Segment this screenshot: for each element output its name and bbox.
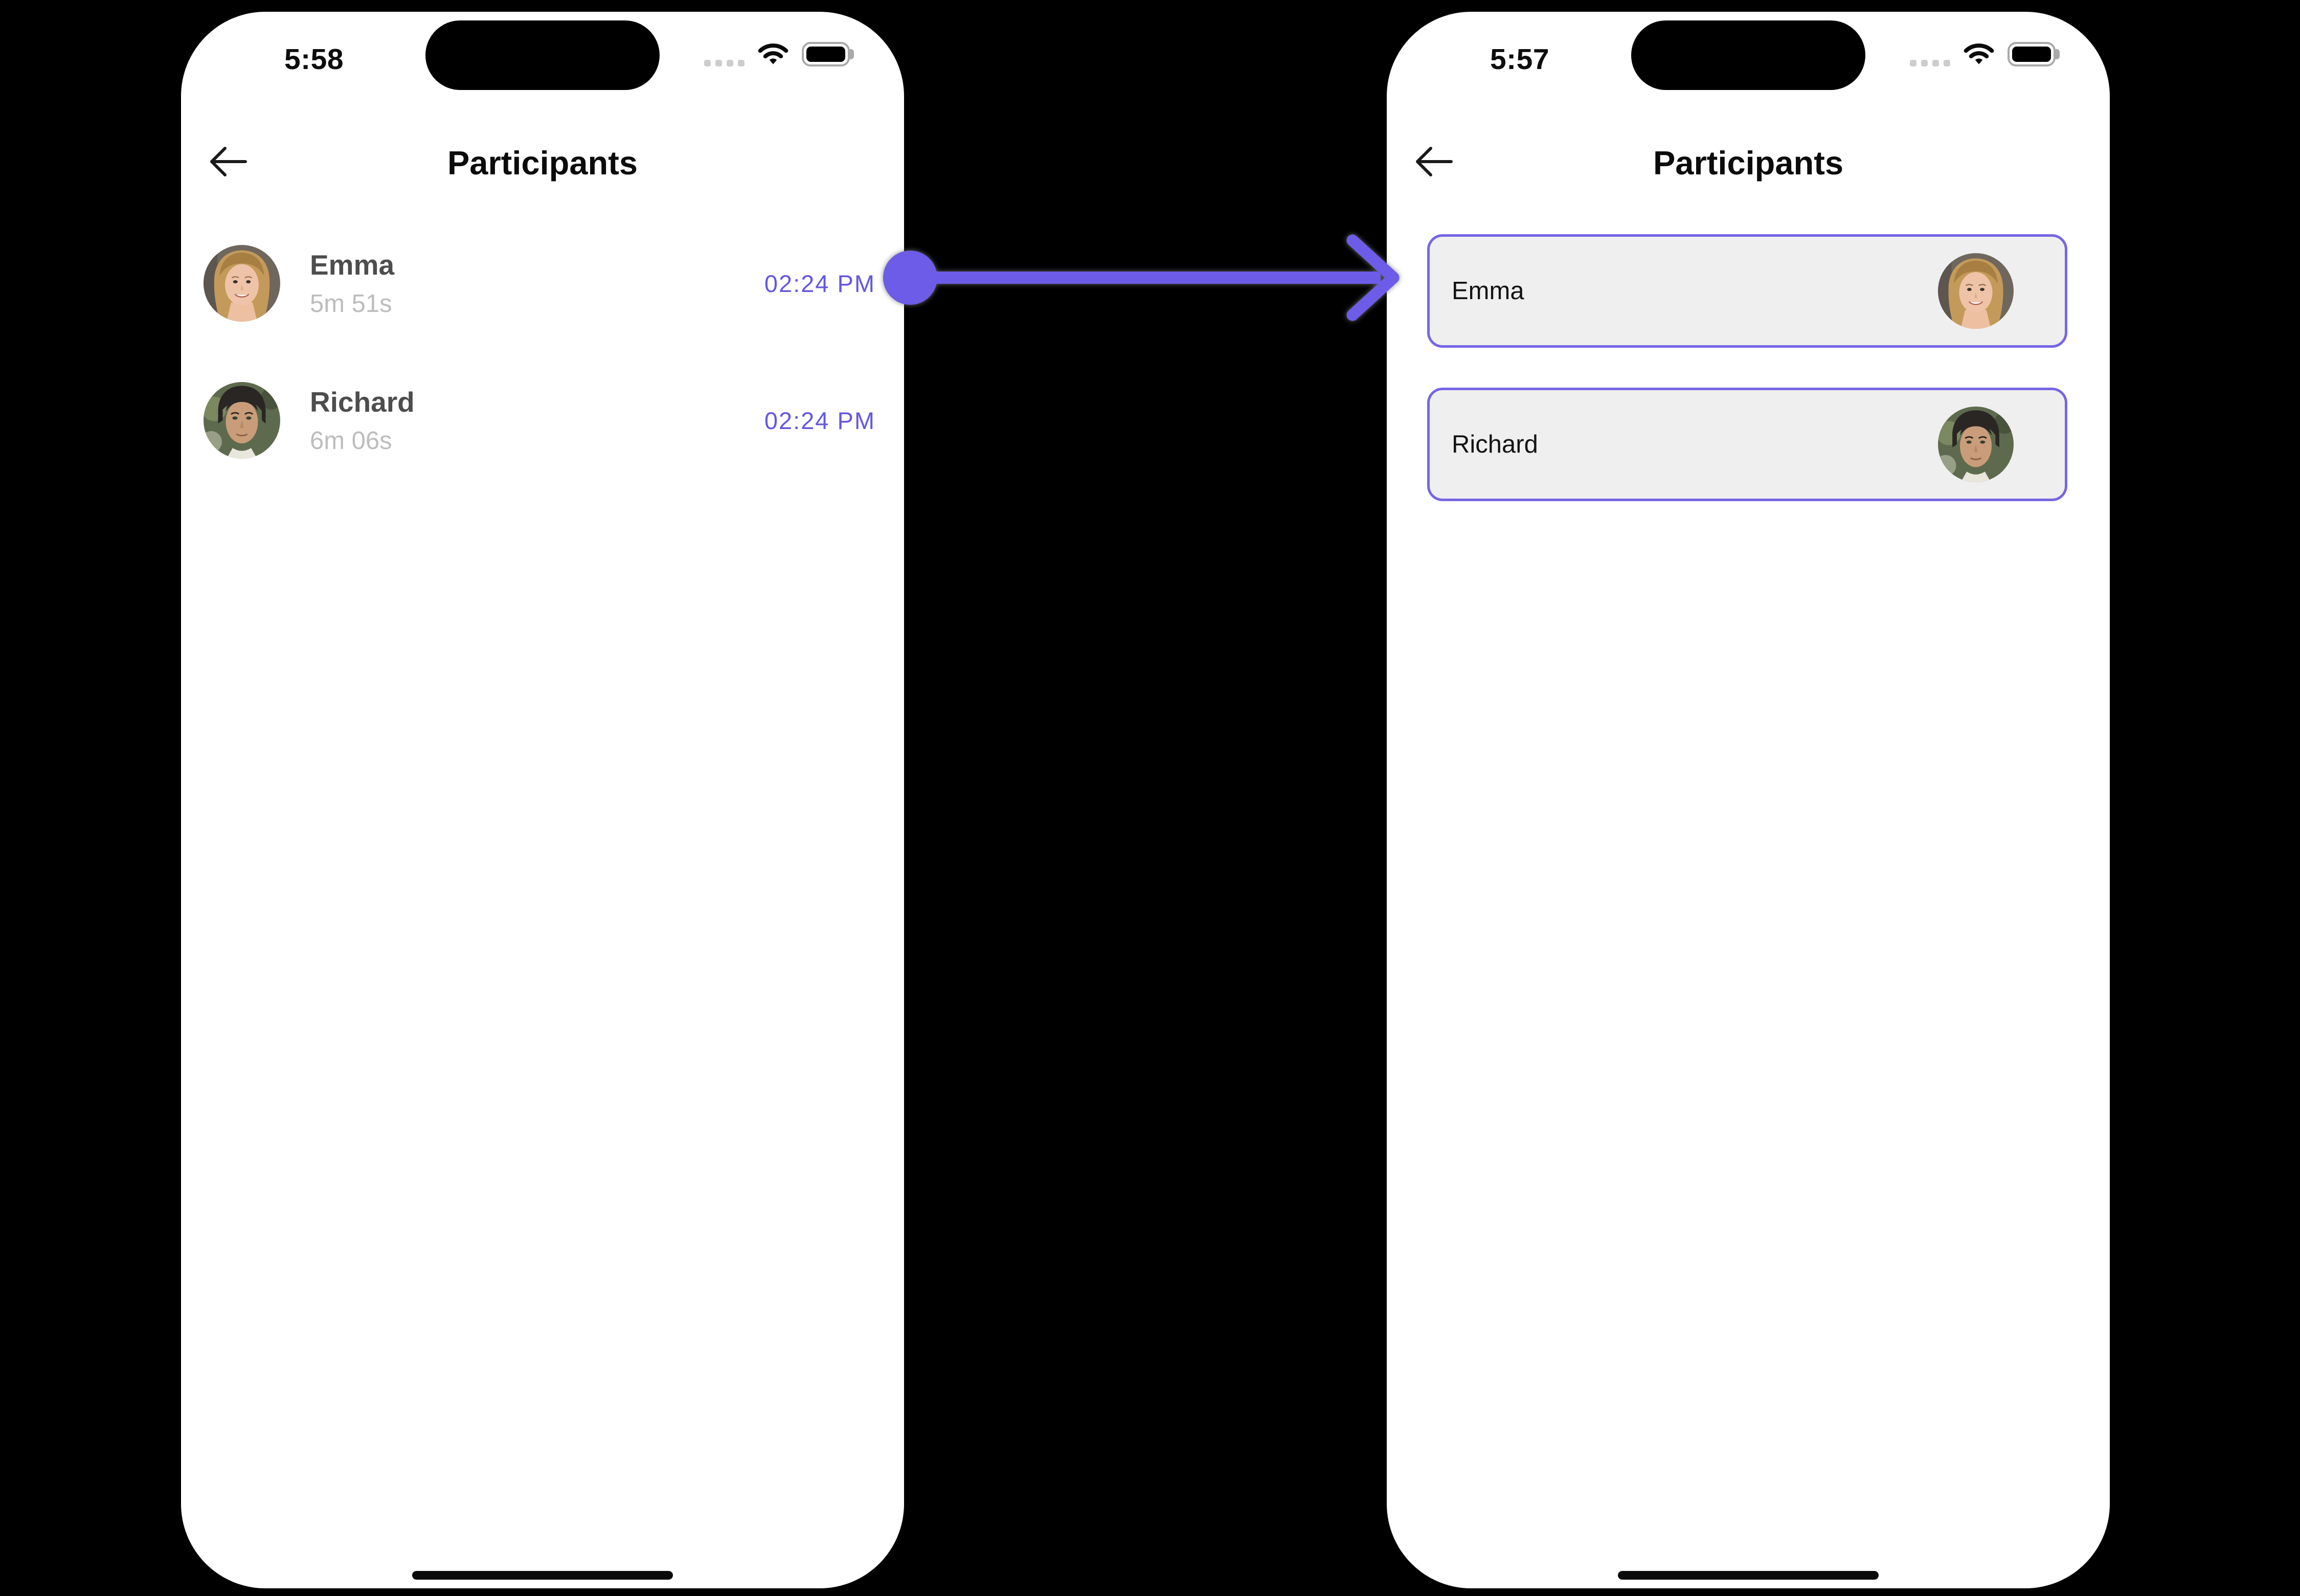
participant-row-emma[interactable]: Emma 5m 51s 02:24 PM xyxy=(204,245,875,322)
participant-duration: 5m 51s xyxy=(310,290,392,318)
participant-name: Emma xyxy=(310,249,395,281)
back-arrow-icon xyxy=(1416,147,1453,176)
participant-card-richard[interactable]: Richard xyxy=(1427,388,2067,501)
home-indicator[interactable] xyxy=(412,1571,673,1580)
status-time: 5:58 xyxy=(284,43,344,76)
participants-list: Emma 5m 51s 02:24 PM xyxy=(204,245,875,459)
battery-icon xyxy=(2008,42,2060,66)
cellular-dots-icon xyxy=(1910,59,1950,66)
participant-duration: 6m 06s xyxy=(310,427,392,455)
phone-frame-left: 5:58 Participants xyxy=(181,12,904,1588)
participant-name: Emma xyxy=(1452,277,1524,305)
home-indicator[interactable] xyxy=(1618,1571,1879,1580)
participant-name: Richard xyxy=(1452,431,1538,458)
dynamic-island xyxy=(1631,20,1865,90)
participant-card-emma[interactable]: Emma xyxy=(1427,234,2067,348)
wifi-icon xyxy=(1963,42,1995,66)
page-title: Participants xyxy=(1653,144,1844,182)
phone-frame-right: 5:57 Participants Emma xyxy=(1387,12,2110,1588)
participant-row-richard[interactable]: Richard 6m 06s 02:24 PM xyxy=(204,382,875,459)
participant-join-time: 02:24 PM xyxy=(764,407,875,434)
participant-name: Richard xyxy=(310,386,415,418)
back-button[interactable] xyxy=(1413,143,1454,181)
battery-icon xyxy=(802,42,854,66)
avatar-richard xyxy=(204,382,280,459)
wifi-icon xyxy=(757,42,789,66)
avatar-richard xyxy=(1938,407,2014,482)
dynamic-island xyxy=(425,20,660,90)
status-time: 5:57 xyxy=(1490,43,1550,76)
cellular-dots-icon xyxy=(704,59,745,66)
flow-arrow-icon xyxy=(883,234,1400,321)
page-title: Participants xyxy=(447,144,638,182)
back-button[interactable] xyxy=(208,143,249,181)
status-icons xyxy=(704,41,854,67)
participant-join-time: 02:24 PM xyxy=(764,269,875,297)
status-icons xyxy=(1910,41,2060,67)
avatar-emma xyxy=(1938,253,2014,329)
back-arrow-icon xyxy=(210,147,247,176)
avatar-emma xyxy=(204,245,280,322)
participants-card-list: Emma Ric xyxy=(1427,234,2067,501)
